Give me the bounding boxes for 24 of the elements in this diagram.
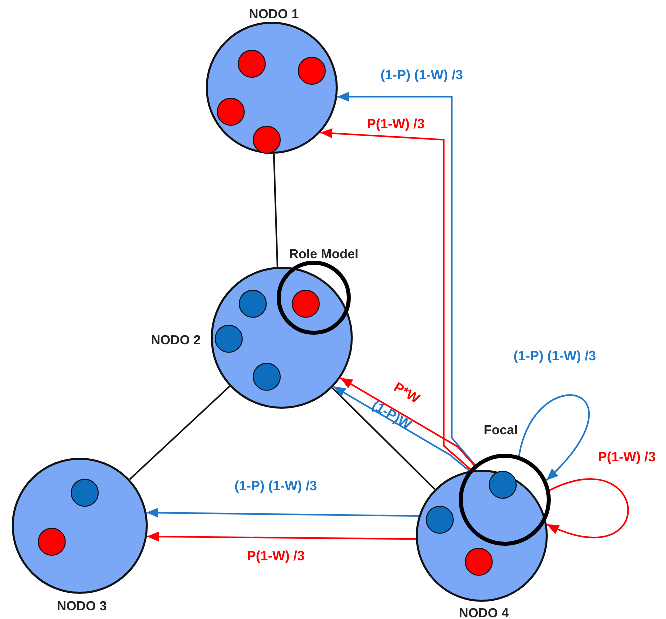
node-title: NODO 3 <box>57 598 107 614</box>
arrow <box>333 386 470 472</box>
edge-label: P(1-W) /3 <box>596 450 658 464</box>
node-title: NODO 4 <box>459 606 509 619</box>
arrow <box>320 128 472 470</box>
arrow <box>337 92 476 466</box>
connector-line <box>273 154 278 268</box>
node-title: NODO 2 <box>151 332 201 348</box>
node-title: Role Model <box>289 246 359 262</box>
edge-label: P(1-W) /3 <box>245 548 307 564</box>
node-title: Focal <box>484 422 518 438</box>
connector-line <box>332 387 436 490</box>
node-title: NODO 1 <box>249 6 299 22</box>
edge-label: P(1-W) /3 <box>365 116 427 132</box>
edge-label: (1-P) (1-W) /3 <box>512 348 598 364</box>
connector-line <box>129 386 231 480</box>
arrow <box>518 394 590 482</box>
edge-label: (1-P) (1-W) /3 <box>232 478 320 494</box>
edge-label: P*W <box>392 378 424 406</box>
edge-label: (1-P) (1-W) /3 <box>378 68 466 82</box>
arrow <box>340 377 476 466</box>
arrow <box>546 478 630 538</box>
arrow <box>146 508 419 518</box>
arrow <box>147 532 416 542</box>
